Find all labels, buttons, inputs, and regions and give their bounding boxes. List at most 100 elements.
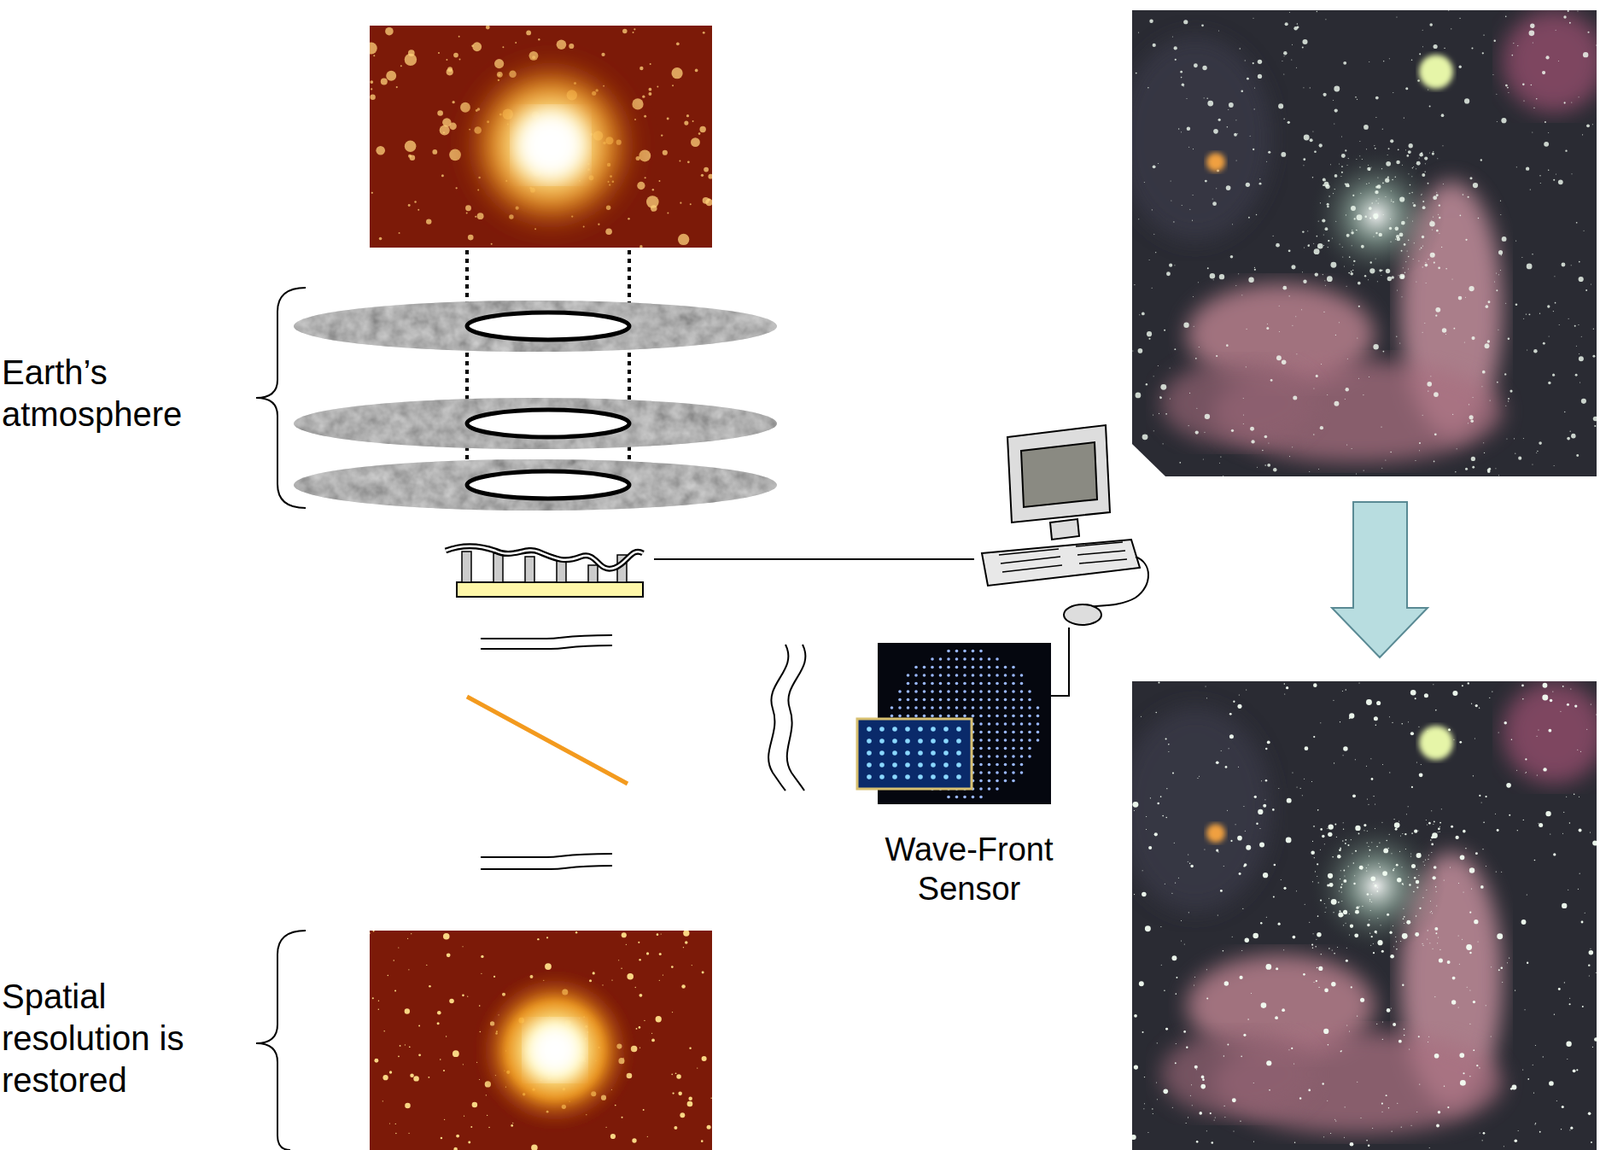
star	[1549, 833, 1551, 835]
star	[1152, 164, 1157, 169]
star	[1413, 891, 1414, 893]
sensor-spot	[914, 682, 918, 686]
star	[1594, 425, 1596, 427]
star	[702, 197, 710, 205]
star	[1413, 258, 1414, 260]
star	[1284, 22, 1289, 26]
star	[1303, 246, 1305, 248]
star	[1132, 350, 1133, 352]
star	[1377, 176, 1379, 178]
sensor-spot	[892, 750, 898, 756]
star	[1470, 419, 1474, 423]
star	[1576, 345, 1577, 347]
star	[1392, 1022, 1396, 1027]
star	[1413, 204, 1416, 207]
star	[485, 25, 491, 30]
star	[1459, 855, 1466, 861]
star	[1490, 1035, 1492, 1037]
star	[1205, 686, 1207, 688]
star	[1501, 236, 1507, 242]
star	[592, 971, 596, 975]
sensor-spot	[917, 774, 923, 780]
star	[1445, 333, 1447, 335]
sensor-spot	[946, 665, 951, 670]
star	[1233, 1130, 1235, 1132]
star	[1589, 948, 1591, 950]
star	[1564, 981, 1565, 983]
star	[1354, 850, 1357, 853]
star	[1224, 981, 1229, 986]
star	[1174, 1062, 1177, 1064]
star	[1571, 173, 1573, 175]
star	[1309, 138, 1314, 142]
sensor-spot	[1020, 698, 1024, 702]
star	[1196, 1140, 1199, 1144]
star	[1334, 1119, 1336, 1121]
star	[1302, 794, 1303, 796]
star	[1435, 315, 1437, 317]
star	[1369, 900, 1371, 902]
star	[1308, 244, 1309, 246]
sensor-spot	[1011, 665, 1016, 670]
star	[1290, 58, 1292, 60]
star	[1555, 29, 1557, 31]
star	[1521, 684, 1525, 688]
sensor-spot	[956, 726, 962, 732]
star	[1370, 758, 1372, 760]
star	[1403, 916, 1406, 918]
star	[1190, 864, 1193, 868]
star	[1495, 93, 1497, 95]
sensor-spot	[963, 657, 967, 661]
star	[1424, 859, 1426, 861]
sensor-spot	[1011, 722, 1016, 726]
star	[1283, 887, 1286, 890]
star	[1352, 194, 1355, 197]
star	[1198, 1111, 1203, 1116]
sensor-spot	[1020, 706, 1024, 710]
star	[1376, 933, 1378, 935]
star	[1429, 1147, 1431, 1149]
star	[1355, 472, 1357, 474]
star	[1418, 1035, 1420, 1038]
star	[1266, 916, 1268, 918]
star	[1389, 227, 1392, 230]
star	[1576, 1068, 1578, 1071]
star	[1427, 1041, 1429, 1043]
star	[1325, 285, 1326, 287]
star	[1542, 1056, 1544, 1057]
star	[1489, 697, 1490, 699]
sensor-spot	[1027, 722, 1032, 726]
star	[1430, 810, 1432, 812]
star	[1480, 885, 1484, 889]
star	[1151, 209, 1153, 211]
star	[1185, 1046, 1188, 1049]
sensor-spot	[917, 726, 923, 732]
star	[1272, 467, 1277, 472]
star	[1369, 849, 1372, 852]
star	[1421, 173, 1425, 177]
star	[1529, 23, 1535, 29]
star	[1346, 947, 1348, 949]
star	[1482, 52, 1484, 54]
sensor-spot	[1020, 730, 1024, 735]
star	[1221, 478, 1223, 479]
star	[1232, 223, 1233, 225]
star	[636, 181, 645, 190]
star	[1330, 262, 1337, 269]
star	[1421, 235, 1425, 239]
star	[1347, 164, 1349, 166]
star	[502, 46, 504, 48]
nebula-cloud	[1502, 10, 1600, 113]
star	[1321, 1082, 1324, 1085]
star	[1472, 182, 1478, 188]
sensor-spot	[879, 726, 885, 732]
sensor-spot	[1011, 754, 1016, 759]
star	[1318, 881, 1320, 883]
star	[1453, 327, 1455, 330]
star	[1392, 925, 1394, 927]
star	[1347, 358, 1349, 360]
star	[1342, 256, 1344, 258]
star	[1335, 221, 1337, 222]
star	[690, 137, 701, 147]
star	[1458, 882, 1460, 884]
